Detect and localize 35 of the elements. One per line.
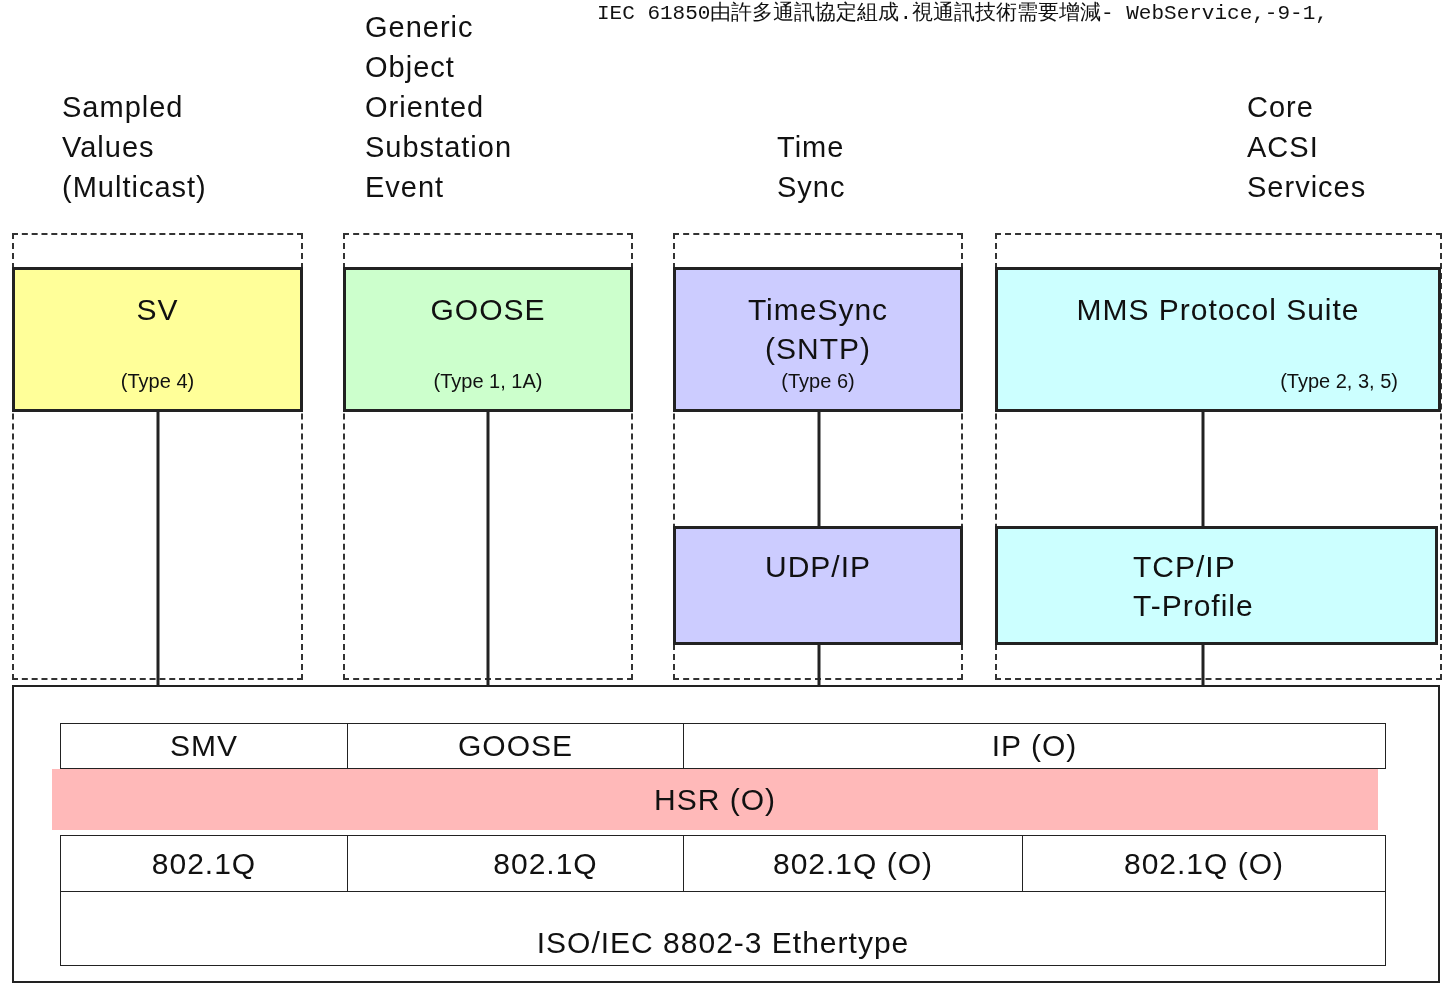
protocol-box (673, 526, 963, 645)
connector-line (1201, 412, 1205, 526)
column-heading: Time Sync (777, 130, 847, 205)
table-cell: GOOSE (347, 723, 684, 769)
table-cell: SMV (60, 723, 348, 769)
box-title: GOOSE (429, 292, 547, 328)
connector-line (817, 645, 821, 685)
table-cell: 802.1Q (O) (1022, 835, 1386, 892)
column-heading: Sampled Values (Multicast) (62, 90, 208, 205)
note-text: IEC 61850由許多通訊協定組成.視通訊技術需要增減- WebService,-9-1, (597, 0, 1328, 27)
protocol-box (673, 267, 963, 412)
type-label: (Type 1, 1A) (433, 370, 543, 393)
table-cell: ISO/IEC 8802-3 Ethertype (60, 891, 1386, 966)
box-title: SV (135, 292, 180, 328)
type-label: (Type 2, 3, 5) (1280, 370, 1398, 393)
connector-line (817, 412, 821, 526)
column-heading: Generic Object Oriented Substation Event (365, 10, 514, 205)
protocol-box (995, 267, 1441, 412)
type-label: (Type 4) (120, 370, 195, 393)
highlight-band: HSR (O) (52, 769, 1378, 830)
type-label: (Type 6) (781, 370, 855, 393)
table-cell: 802.1Q (60, 835, 348, 892)
column-heading: Core ACSI Services (1247, 90, 1368, 205)
box-title: UDP/IP (764, 549, 872, 585)
connector-line (156, 412, 160, 685)
connector-line (1201, 645, 1205, 685)
frame-box (12, 685, 1440, 983)
protocol-box (343, 267, 633, 412)
connector-line (486, 412, 490, 685)
box-title: TCP/IP T-Profile (1133, 549, 1255, 624)
box-title: MMS Protocol Suite (1075, 292, 1361, 328)
box-title: TimeSync (SNTP) (746, 292, 890, 367)
protocol-box (12, 267, 303, 412)
protocol-box (995, 526, 1438, 645)
table-cell: IP (O) (683, 723, 1386, 769)
